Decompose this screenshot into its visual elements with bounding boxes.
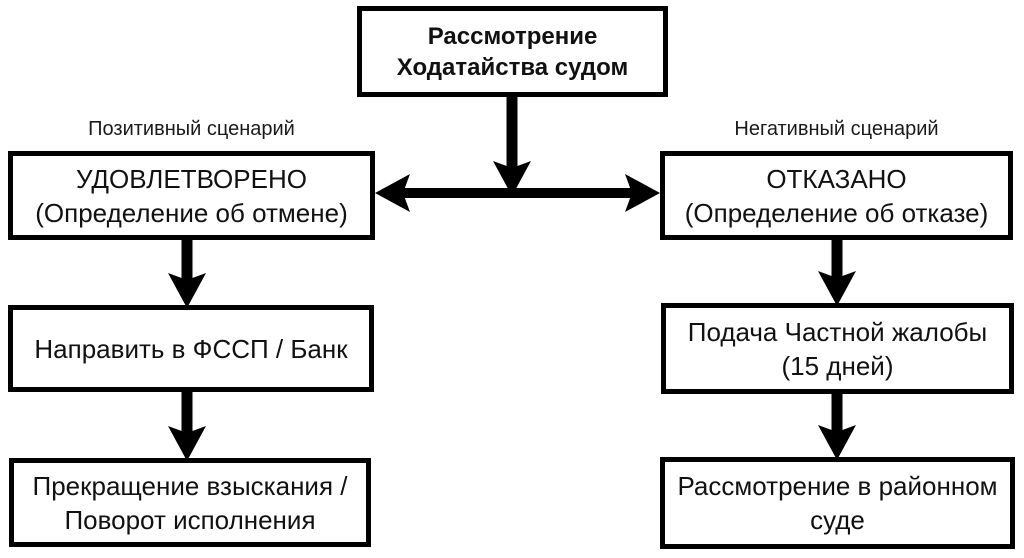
node-private-complaint: Подача Частной жалобы (15 дней) xyxy=(661,303,1014,394)
node-refused: ОТКАЗАНО (Определение об отказе) xyxy=(660,151,1013,240)
arrow-head-right xyxy=(625,174,660,212)
node-district-court: Рассмотрение в районном суде xyxy=(660,457,1015,549)
node-termination-line-1: Прекращение взыскания / xyxy=(32,470,348,501)
node-granted-line-2: (Определение об отмене) xyxy=(35,197,348,228)
edge-split-to-branches xyxy=(375,174,660,212)
edge-send-to-termination xyxy=(168,390,206,461)
node-root: Рассмотрение Ходатайства судом xyxy=(357,6,668,97)
node-private-complaint-line-1: Подача Частной жалобы xyxy=(687,316,988,347)
node-termination-line-2: Поворот исполнения xyxy=(64,504,316,535)
label-positive-scenario: Позитивный сценарий xyxy=(88,118,295,140)
arrow-head-down xyxy=(493,161,531,196)
edge-granted-to-send xyxy=(168,238,206,308)
arrow-head-down xyxy=(168,426,206,461)
node-granted: УДОВЛЕТВОРЕНО (Определение об отмене) xyxy=(8,151,375,240)
arrow-head-left xyxy=(375,174,410,212)
node-send-fssp-bank: Направить в ФССП / Банк xyxy=(8,305,374,392)
node-root-line-2: Ходатайства судом xyxy=(396,53,629,81)
arrow-head-down xyxy=(818,271,856,306)
node-refused-line-2: (Определение об отказе) xyxy=(684,197,989,228)
label-negative-scenario: Негативный сценарий xyxy=(734,118,939,140)
node-refused-line-1: ОТКАЗАНО xyxy=(766,163,907,194)
edge-root-to-split xyxy=(493,95,531,196)
node-private-complaint-line-2: (15 дней) xyxy=(781,350,894,381)
arrow-head-down xyxy=(168,273,206,308)
edge-refused-to-complaint xyxy=(818,238,856,306)
arrow-head-down xyxy=(818,425,856,460)
node-termination: Прекращение взыскания / Поворот исполнен… xyxy=(9,458,371,547)
node-district-court-line-1: Рассмотрение в районном xyxy=(677,471,998,501)
node-district-court-line-2: суде xyxy=(810,505,865,535)
node-root-line-1: Рассмотрение xyxy=(427,22,598,50)
edge-complaint-to-court xyxy=(818,393,856,460)
node-granted-line-1: УДОВЛЕТВОРЕНО xyxy=(76,163,307,194)
node-send-fssp-bank-line-1: Направить в ФССП / Банк xyxy=(34,333,348,364)
